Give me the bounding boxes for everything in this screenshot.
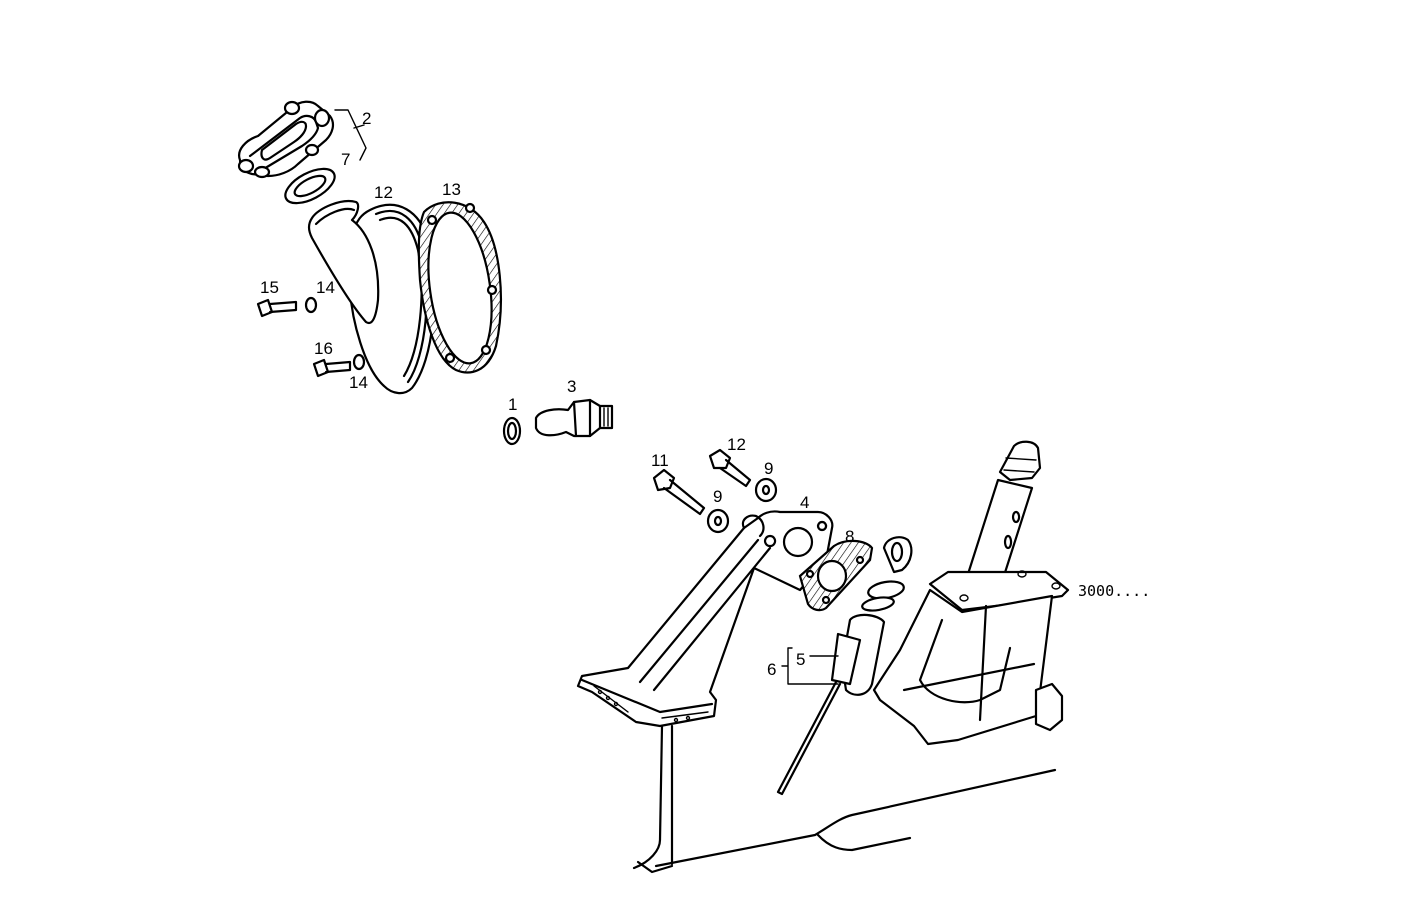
part-9-washer (706, 508, 730, 534)
callout-4: 4 (800, 493, 810, 512)
part-9-washer (754, 477, 778, 503)
part-11-bolt (652, 468, 706, 516)
part-6-dipstick-assembly (776, 536, 913, 796)
callout-12: 12 (727, 435, 746, 454)
part-1-sealing-ring (502, 416, 522, 446)
part-14-washer (304, 296, 318, 314)
callout-5: 5 (796, 650, 806, 669)
callout-6: 6 (767, 660, 777, 679)
leader-2-7 (334, 109, 367, 161)
part-2-bracket (237, 100, 335, 179)
part-13-gasket (417, 201, 502, 374)
part-12-bolt (708, 448, 752, 488)
callout-15: 15 (260, 278, 279, 297)
leader-5-6 (781, 647, 839, 685)
part-8-flange-gasket (798, 539, 874, 612)
callout-3000-reference[interactable]: 3000.... (1078, 582, 1151, 600)
part-3-union-fitting (534, 398, 614, 438)
part-15-bolt (256, 298, 298, 318)
callout-16: 16 (314, 339, 333, 358)
part-14-washer (352, 353, 366, 371)
callout-11: 11 (651, 451, 669, 470)
part-3000-oil-pump (872, 440, 1070, 746)
callout-14: 14 (349, 373, 368, 392)
callout-9: 9 (764, 459, 774, 478)
part-16-bolt (312, 358, 352, 378)
callout-8: 8 (845, 527, 855, 546)
engine-block-outline (632, 724, 1057, 874)
part-7-seal-ring (284, 167, 336, 205)
part-12-pump-cover (307, 200, 436, 395)
callout-3: 3 (567, 377, 577, 396)
callout-1: 1 (508, 395, 518, 414)
callout-12: 12 (374, 183, 393, 202)
callout-9: 9 (713, 487, 723, 506)
callout-7: 7 (341, 150, 351, 169)
callout-14: 14 (316, 278, 335, 297)
part-4-suction-pipe (576, 510, 834, 728)
callout-13: 13 (442, 180, 461, 199)
callout-2: 2 (362, 109, 372, 128)
